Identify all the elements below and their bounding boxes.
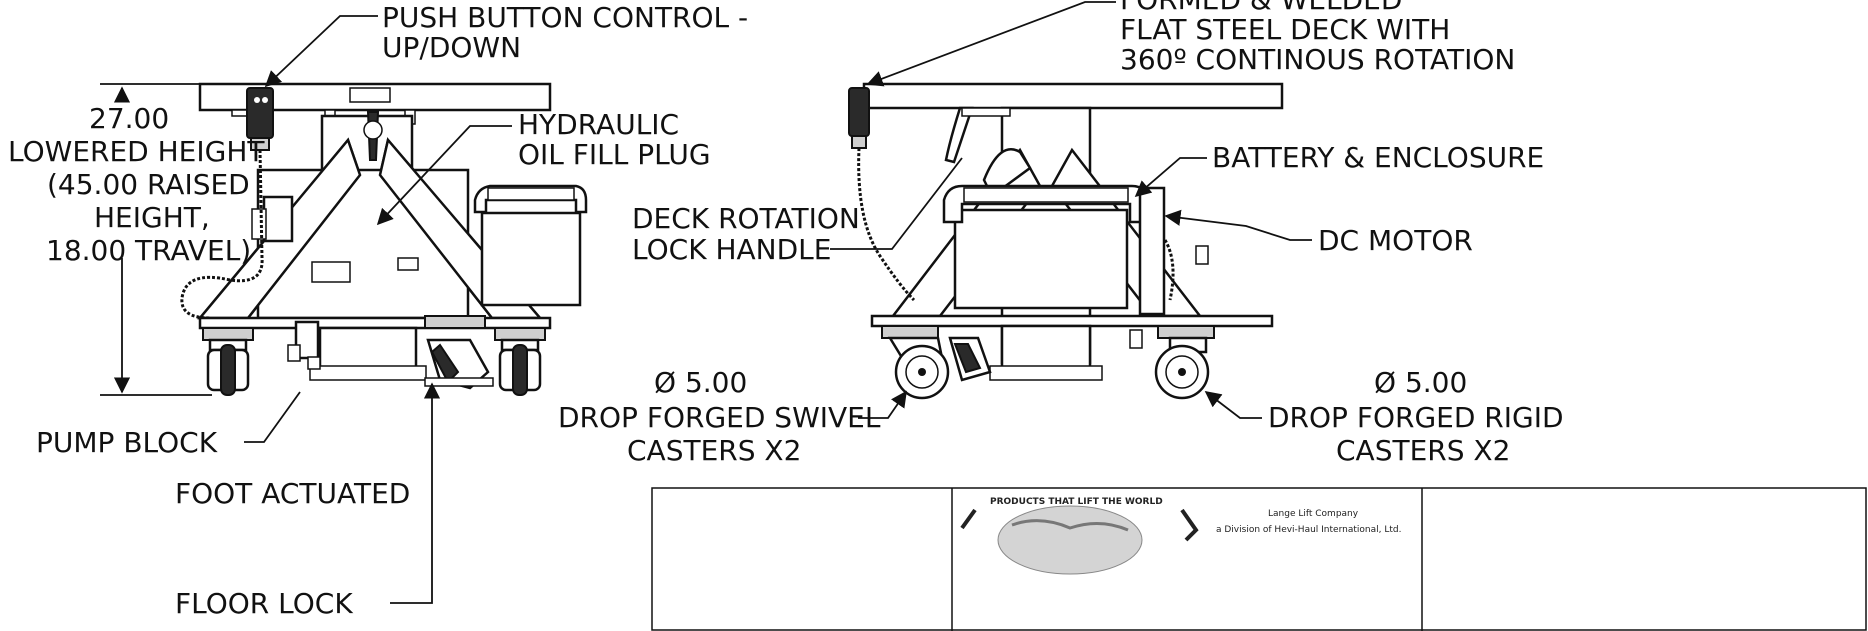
rigid-label-2: DROP FORGED RIGID <box>1268 401 1564 434</box>
division-text: a Division of Hevi-Haul International, L… <box>1216 525 1401 535</box>
deck-label-2: FLAT STEEL DECK WITH <box>1120 13 1450 46</box>
oil-fill-label-1: HYDRAULIC <box>518 108 679 141</box>
right-lift-side-view <box>848 82 1284 400</box>
floor-lock-label-2: FLOOR LOCK <box>175 587 353 620</box>
pump-block-label: PUMP BLOCK <box>36 426 218 459</box>
rotation-lock-label-1: DECK ROTATION <box>632 202 860 235</box>
rigid-label-1: Ø 5.00 <box>1374 366 1467 399</box>
rotation-lock-label-2: LOCK HANDLE <box>632 233 831 266</box>
push-button-label-2: UP/DOWN <box>382 31 521 64</box>
left-lift-front-view <box>180 82 588 396</box>
company-text: Lange Lift Company <box>1268 509 1359 519</box>
height-dim-4: HEIGHT, <box>94 201 210 234</box>
height-dimension <box>100 83 212 396</box>
swivel-label-3: CASTERS X2 <box>627 434 801 467</box>
swivel-label-1: Ø 5.00 <box>654 366 747 399</box>
height-dim-2: LOWERED HEIGHT <box>8 135 265 168</box>
height-dim-1: 27.00 <box>89 102 169 135</box>
height-dim-3: (45.00 RAISED <box>47 168 250 201</box>
globe-logo-icon <box>960 505 1199 575</box>
push-button-label-1: PUSH BUTTON CONTROL - <box>382 1 748 34</box>
right-leaders <box>830 1 1312 419</box>
left-leaders <box>244 15 512 604</box>
deck-label-1: FORMED & WELDED <box>1120 0 1402 16</box>
battery-label: BATTERY & ENCLOSURE <box>1212 141 1544 174</box>
height-dim-5: 18.00 TRAVEL) <box>46 234 251 267</box>
slogan-text: PRODUCTS THAT LIFT THE WORLD <box>990 497 1163 507</box>
deck-label-3: 360º CONTINOUS ROTATION <box>1120 43 1515 76</box>
floor-lock-label-1: FOOT ACTUATED <box>175 477 410 510</box>
title-block: PRODUCTS THAT LIFT THE WORLD Lange Lift … <box>651 487 1867 631</box>
dc-motor-label: DC MOTOR <box>1318 224 1473 257</box>
oil-fill-label-2: OIL FILL PLUG <box>518 138 711 171</box>
labels: PUSH BUTTON CONTROL - UP/DOWN 27.00 LOWE… <box>8 0 1564 620</box>
rigid-label-3: CASTERS X2 <box>1336 434 1510 467</box>
swivel-label-2: DROP FORGED SWIVEL <box>558 401 881 434</box>
